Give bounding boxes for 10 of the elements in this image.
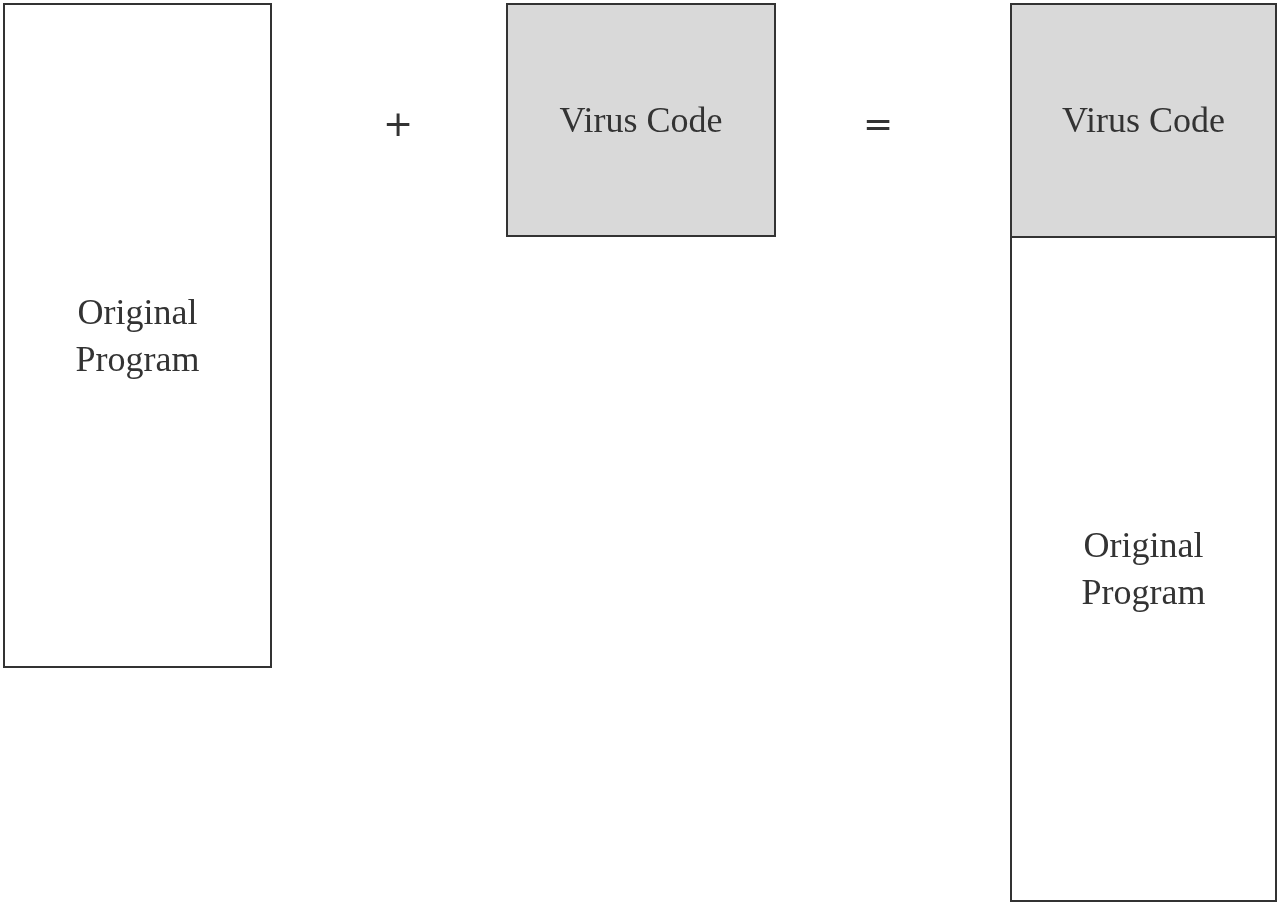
operator-sign: = xyxy=(863,102,894,144)
memory-block xyxy=(1010,236,1277,902)
memory-block xyxy=(506,3,776,237)
block-label: Virus Code xyxy=(559,98,723,142)
block-label: Original Program xyxy=(1080,524,1207,614)
memory-block xyxy=(1010,3,1277,238)
block-label: Original Program xyxy=(74,290,201,381)
operator-sign: + xyxy=(383,102,414,144)
block-label: Virus Code xyxy=(1062,99,1225,143)
memory-block xyxy=(3,3,272,668)
